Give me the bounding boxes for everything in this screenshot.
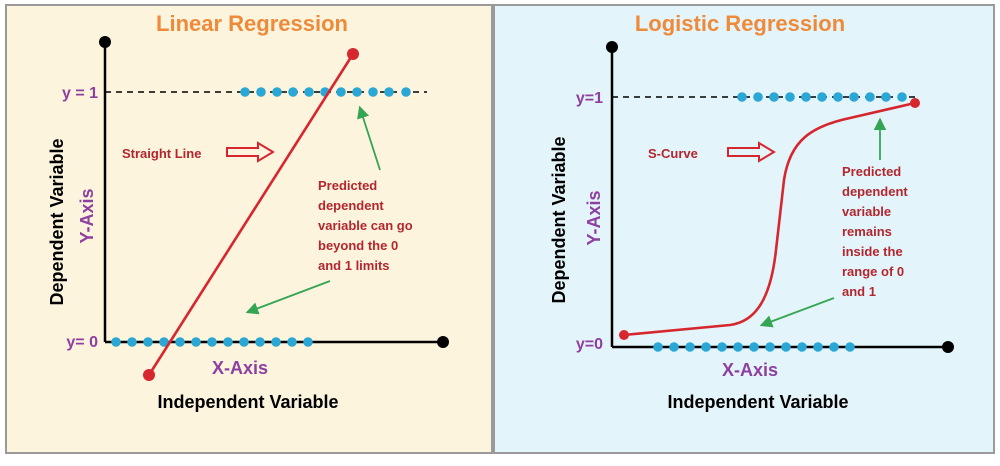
linear-curve-pointer-arrow xyxy=(226,141,275,163)
data-point xyxy=(159,337,169,347)
data-point xyxy=(272,87,282,97)
logistic-note-line-7: and 1 xyxy=(842,284,876,299)
data-point xyxy=(401,87,411,97)
logistic-lower-data-points xyxy=(653,342,855,352)
logistic-lower-pointer-arrow xyxy=(759,297,835,328)
data-point xyxy=(765,342,775,352)
data-point xyxy=(849,92,859,102)
data-point xyxy=(239,337,249,347)
data-point xyxy=(829,342,839,352)
data-point xyxy=(223,337,233,347)
data-point xyxy=(737,92,747,102)
data-point xyxy=(384,87,394,97)
logistic-title: Logistic Regression xyxy=(635,11,845,36)
data-point xyxy=(769,92,779,102)
data-point xyxy=(897,92,907,102)
data-point xyxy=(653,342,663,352)
logistic-x-axis-endpoint xyxy=(942,341,954,353)
logistic-note-line-3: variable xyxy=(842,204,891,219)
logistic-note-line-4: remains xyxy=(842,224,892,239)
data-point xyxy=(801,92,811,102)
logistic-note-line-2: dependent xyxy=(842,184,908,199)
logistic-curve-end-point xyxy=(910,98,920,108)
logistic-note-line-6: range of 0 xyxy=(842,264,904,279)
logistic-x-axis-label: X-Axis xyxy=(722,360,778,380)
data-point xyxy=(749,342,759,352)
linear-regression-panel: Linear Regression xyxy=(5,4,493,454)
data-point xyxy=(336,87,346,97)
data-point xyxy=(797,342,807,352)
linear-y1-label: y = 1 xyxy=(62,85,98,102)
data-point xyxy=(175,337,185,347)
linear-independent-variable-label: Independent Variable xyxy=(157,392,338,412)
linear-dependent-variable-label: Dependent Variable xyxy=(47,138,67,305)
linear-note-line-3: variable can go xyxy=(318,218,413,233)
linear-lower-data-points xyxy=(111,337,313,347)
logistic-y-axis-endpoint xyxy=(606,41,618,53)
data-point xyxy=(753,92,763,102)
linear-y-axis-endpoint xyxy=(99,36,111,48)
data-point xyxy=(287,337,297,347)
data-point xyxy=(303,337,313,347)
data-point xyxy=(111,337,121,347)
data-point xyxy=(781,342,791,352)
data-point xyxy=(368,87,378,97)
logistic-regression-panel: Logistic Regression xyxy=(493,4,995,454)
logistic-y-axis-label: Y-Axis xyxy=(584,190,604,245)
linear-x-axis-endpoint xyxy=(437,336,449,348)
logistic-note-line-1: Predicted xyxy=(842,164,901,179)
data-point xyxy=(288,87,298,97)
data-point xyxy=(833,92,843,102)
logistic-y1-label: y=1 xyxy=(576,90,603,107)
data-point xyxy=(785,92,795,102)
data-point xyxy=(701,342,711,352)
linear-lower-pointer-arrow xyxy=(245,280,331,315)
data-point xyxy=(733,342,743,352)
linear-y-axis-label: Y-Axis xyxy=(77,188,97,243)
data-point xyxy=(255,337,265,347)
data-point xyxy=(191,337,201,347)
linear-upper-pointer-arrow xyxy=(357,105,381,171)
data-point xyxy=(881,92,891,102)
linear-panel-background xyxy=(5,4,493,454)
data-point xyxy=(685,342,695,352)
logistic-independent-variable-label: Independent Variable xyxy=(667,392,848,412)
data-point xyxy=(256,87,266,97)
data-point xyxy=(127,337,137,347)
logistic-s-curve xyxy=(623,101,916,337)
linear-note-line-4: beyond the 0 xyxy=(318,238,398,253)
data-point xyxy=(817,92,827,102)
data-point xyxy=(845,342,855,352)
linear-note-line-2: dependent xyxy=(318,198,384,213)
linear-upper-data-points xyxy=(240,87,411,97)
data-point xyxy=(669,342,679,352)
logistic-y0-label: y=0 xyxy=(576,336,603,353)
logistic-dependent-variable-label: Dependent Variable xyxy=(549,136,569,303)
data-point xyxy=(717,342,727,352)
data-point xyxy=(352,87,362,97)
linear-x-axis-label: X-Axis xyxy=(212,358,268,378)
logistic-curve-pointer-arrow xyxy=(727,141,776,163)
data-point xyxy=(865,92,875,102)
logistic-curve-start-point xyxy=(619,330,629,340)
linear-line-start-point xyxy=(143,369,155,381)
logistic-note-line-5: inside the xyxy=(842,244,903,259)
linear-line-end-point xyxy=(347,48,359,60)
linear-note-line-5: and 1 limits xyxy=(318,258,390,273)
data-point xyxy=(143,337,153,347)
linear-y0-label: y= 0 xyxy=(66,334,98,351)
data-point xyxy=(207,337,217,347)
linear-note-line-1: Predicted xyxy=(318,178,377,193)
logistic-curve-label: S-Curve xyxy=(648,146,698,161)
data-point xyxy=(304,87,314,97)
linear-title: Linear Regression xyxy=(156,11,348,36)
linear-curve-label: Straight Line xyxy=(122,146,201,161)
logistic-panel-background xyxy=(493,4,995,454)
logistic-upper-data-points xyxy=(737,92,907,102)
data-point xyxy=(240,87,250,97)
linear-regression-line xyxy=(147,53,355,376)
data-point xyxy=(813,342,823,352)
data-point xyxy=(271,337,281,347)
